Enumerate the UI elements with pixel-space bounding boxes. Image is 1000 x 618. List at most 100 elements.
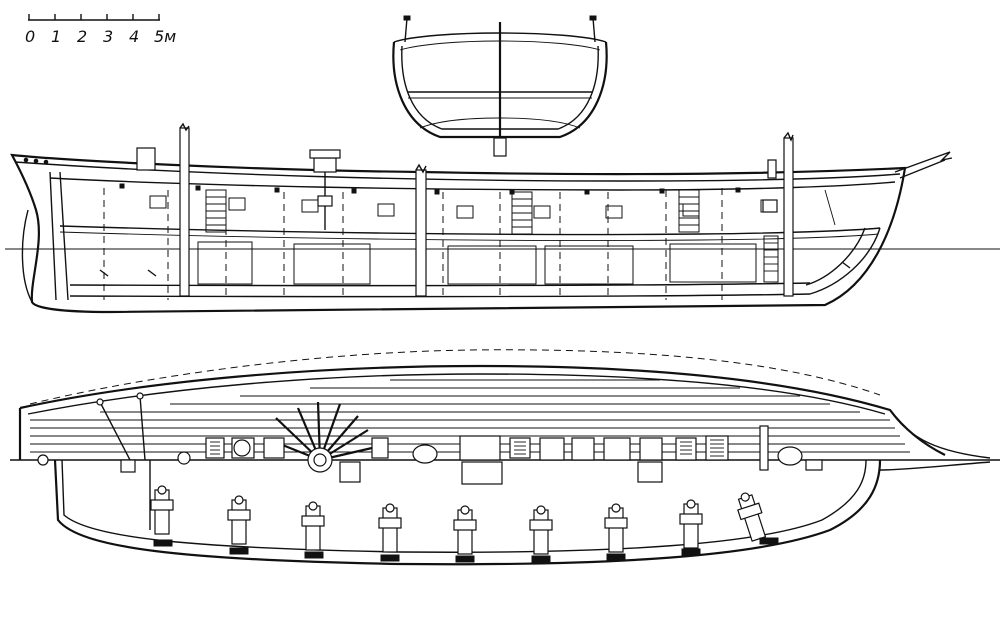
bow-hatch bbox=[805, 459, 823, 471]
hold-compartment bbox=[669, 243, 757, 283]
deck-pump bbox=[412, 444, 438, 464]
stern-rigging-line bbox=[139, 395, 146, 461]
cannon bbox=[679, 499, 703, 549]
cross-section-stanchion bbox=[404, 17, 408, 43]
hold-compartment bbox=[197, 241, 253, 285]
scupper bbox=[119, 183, 125, 189]
scale-label-2: 2 bbox=[77, 27, 87, 46]
fore-mast-partner bbox=[759, 425, 769, 471]
rigging-block bbox=[136, 392, 144, 400]
scale-label-3: 3 bbox=[103, 27, 113, 46]
scale-label-5: 5м bbox=[154, 27, 176, 46]
hold-compartment bbox=[544, 245, 634, 285]
profile-keelson bbox=[69, 293, 811, 298]
scupper bbox=[434, 189, 440, 195]
cross-section-floor bbox=[419, 117, 581, 129]
ladder bbox=[763, 235, 779, 283]
scupper bbox=[584, 189, 590, 195]
deck-plan-lower-edge bbox=[53, 459, 882, 566]
deck-grates bbox=[210, 439, 724, 457]
gun-port bbox=[228, 197, 246, 211]
main-mast bbox=[179, 127, 190, 297]
gun-port bbox=[301, 199, 319, 213]
cannon bbox=[529, 505, 553, 555]
ladder bbox=[205, 189, 227, 233]
cannon bbox=[737, 492, 767, 542]
gun-port bbox=[377, 203, 395, 217]
stern-rigging-line bbox=[99, 401, 131, 461]
scupper bbox=[735, 187, 741, 193]
side-profile bbox=[5, 122, 1000, 314]
ladder bbox=[678, 189, 700, 233]
fore-mast bbox=[783, 137, 794, 297]
profile-hull bbox=[10, 153, 907, 314]
capstan-cap bbox=[309, 149, 341, 159]
cannon bbox=[378, 503, 402, 553]
floor-timber bbox=[147, 269, 157, 277]
profile-hold-floor bbox=[69, 282, 811, 287]
capstan-head bbox=[313, 157, 337, 173]
deck-round-fitting bbox=[233, 439, 251, 457]
scale-label-0: 0 bbox=[25, 27, 35, 46]
cross-section-stanchion bbox=[592, 17, 596, 43]
deck-bollard bbox=[37, 454, 49, 466]
cannon bbox=[301, 501, 325, 551]
deck-plan-dashed-outline bbox=[29, 349, 881, 405]
gun-port bbox=[456, 205, 474, 219]
deck-plan-bow-lower bbox=[879, 461, 991, 471]
gun-port bbox=[149, 195, 167, 209]
profile-stern-post bbox=[59, 171, 69, 301]
scale-label-1: 1 bbox=[51, 27, 61, 46]
hold-compartment bbox=[447, 245, 537, 285]
deck-plan bbox=[10, 349, 1000, 566]
scupper bbox=[195, 185, 201, 191]
deck-windlass bbox=[777, 446, 803, 466]
rigging-block bbox=[96, 398, 104, 406]
cross-section bbox=[392, 15, 608, 157]
deck-bollard bbox=[177, 451, 191, 465]
mast-broken-top bbox=[415, 163, 427, 174]
bowsprit-lower bbox=[899, 159, 946, 179]
profile-rail bbox=[14, 161, 901, 182]
stern-rail-peg bbox=[43, 159, 49, 165]
capstan-wheel bbox=[269, 401, 373, 473]
cannons bbox=[150, 485, 767, 555]
gun-port bbox=[533, 205, 551, 219]
cannon bbox=[227, 495, 251, 545]
gun-port bbox=[682, 203, 700, 217]
cannon bbox=[604, 503, 628, 553]
mast-broken-top bbox=[179, 122, 190, 132]
rudder bbox=[21, 209, 33, 303]
deck-plan-lower-inner bbox=[61, 459, 867, 553]
floor-timber bbox=[841, 261, 851, 269]
capstan-drum bbox=[317, 195, 333, 207]
profile-lower-deck bbox=[59, 225, 881, 236]
chimney bbox=[136, 147, 156, 171]
center-mast bbox=[415, 169, 427, 297]
scale-label-4: 4 bbox=[129, 27, 139, 46]
bitt-post bbox=[767, 159, 777, 179]
bowsprit bbox=[894, 151, 953, 173]
gun-port bbox=[605, 205, 623, 219]
profile-lower-deck-beam bbox=[59, 231, 879, 241]
stern-rail-peg bbox=[23, 157, 29, 163]
cross-section-post-cap bbox=[403, 15, 411, 21]
hold-compartment bbox=[293, 243, 371, 285]
stern-rail-peg bbox=[33, 158, 39, 164]
cannon bbox=[453, 505, 477, 555]
ladder bbox=[511, 191, 533, 235]
cross-section-keel bbox=[493, 137, 507, 157]
profile-bow-frame bbox=[809, 227, 881, 295]
scupper bbox=[659, 188, 665, 194]
deck-plan-bow-upper bbox=[889, 409, 991, 459]
cannon bbox=[150, 485, 174, 535]
scupper bbox=[351, 188, 357, 194]
scale-bar: 0 1 2 3 4 5м bbox=[25, 14, 176, 46]
deck-plan-inner-edge bbox=[27, 373, 886, 415]
cross-section-post-cap bbox=[589, 15, 597, 21]
profile-bow-frame-inner bbox=[805, 227, 866, 286]
bitt bbox=[762, 199, 778, 213]
mast-broken-top bbox=[783, 131, 794, 142]
